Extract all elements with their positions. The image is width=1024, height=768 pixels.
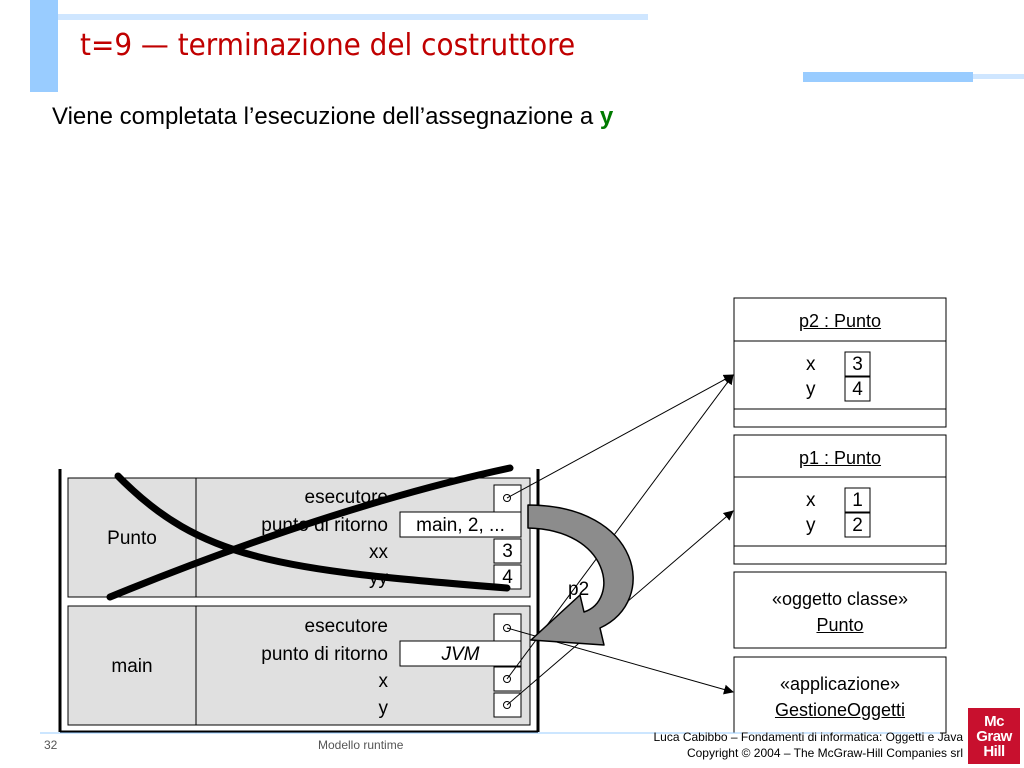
page-number: 32 bbox=[44, 738, 58, 752]
p1-field-y-name: y bbox=[806, 515, 816, 536]
p2-title-text: p2 : Punto bbox=[798, 311, 882, 331]
slide-subtitle: Viene completata l’esecuzione dell’asseg… bbox=[52, 103, 613, 131]
punto-label-punto-di-ritorno: punto di ritorno bbox=[261, 515, 388, 536]
logo-line-2: Graw bbox=[976, 727, 1012, 745]
accent-bar-vertical bbox=[30, 0, 58, 92]
p1-title: p1 : Punto bbox=[734, 448, 946, 469]
heap-application bbox=[733, 656, 947, 734]
main-frame-name: main bbox=[111, 656, 153, 677]
punto-label-xx: xx bbox=[369, 542, 388, 563]
p1-field-x-value: 1 bbox=[852, 490, 863, 511]
publisher-logo: Mc Graw Hill bbox=[968, 708, 1020, 764]
punto-xx-value: 3 bbox=[502, 541, 513, 562]
heap-p2 bbox=[733, 297, 947, 428]
punto-label-yy: yy bbox=[369, 568, 388, 589]
logo-line-1: Mc bbox=[984, 712, 1004, 730]
footer-center: Modello runtime bbox=[318, 738, 404, 752]
slide-title: t=9 — terminazione del costruttore bbox=[80, 28, 576, 63]
footer-credits-line2: Copyright © 2004 – The McGraw-Hill Compa… bbox=[686, 746, 963, 760]
class-object-stereotype: «oggetto classe» bbox=[771, 589, 909, 609]
p2-field-x-name: x bbox=[806, 354, 816, 375]
class-object-name: Punto bbox=[816, 615, 864, 635]
heap-class-object bbox=[733, 571, 947, 649]
main-label-punto-di-ritorno: punto di ritorno bbox=[261, 644, 388, 665]
main-frame bbox=[67, 605, 531, 726]
p2-field-x-value: 3 bbox=[852, 354, 863, 375]
crossout-stroke-2 bbox=[106, 464, 514, 601]
main-label-esecutore: esecutore bbox=[304, 616, 388, 637]
p1-title-text: p1 : Punto bbox=[798, 448, 882, 468]
p2-field-y-name: y bbox=[806, 379, 816, 400]
accent-bar-top bbox=[58, 14, 648, 20]
application-name: GestioneOggetti bbox=[774, 700, 906, 720]
punto-return-point-value: main, 2, ... bbox=[416, 515, 505, 536]
footer-credits-line1: Luca Cabibbo – Fondamenti di informatica… bbox=[653, 730, 963, 744]
crossout-stroke-1 bbox=[114, 472, 511, 592]
p1-field-x-name: x bbox=[806, 490, 816, 511]
return-value-arrow bbox=[527, 504, 634, 646]
main-label-y: y bbox=[378, 698, 389, 719]
main-return-point-value: JVM bbox=[441, 644, 480, 665]
subtitle-highlight: y bbox=[599, 103, 614, 130]
logo-line-3: Hill bbox=[983, 742, 1005, 760]
application-stereotype: «applicazione» bbox=[779, 674, 901, 694]
return-arrow-label: p2 bbox=[568, 579, 590, 600]
p2-field-y-value: 4 bbox=[852, 379, 863, 400]
punto-yy-value: 4 bbox=[502, 567, 513, 588]
ref-arrow-esecutore-p2 bbox=[506, 374, 734, 499]
punto-label-esecutore: esecutore bbox=[304, 487, 388, 508]
footer-credits: Luca Cabibbo – Fondamenti di informatica… bbox=[560, 729, 963, 761]
accent-bar-right bbox=[803, 72, 973, 82]
p1-field-y-value: 2 bbox=[852, 515, 863, 536]
punto-frame-name: Punto bbox=[107, 528, 157, 549]
subtitle-text: Viene completata l’esecuzione dell’asseg… bbox=[52, 103, 600, 130]
main-label-x: x bbox=[378, 671, 389, 692]
heap-p1 bbox=[733, 434, 947, 565]
p2-title: p2 : Punto bbox=[734, 311, 946, 332]
accent-bar-right-thin bbox=[973, 74, 1024, 79]
